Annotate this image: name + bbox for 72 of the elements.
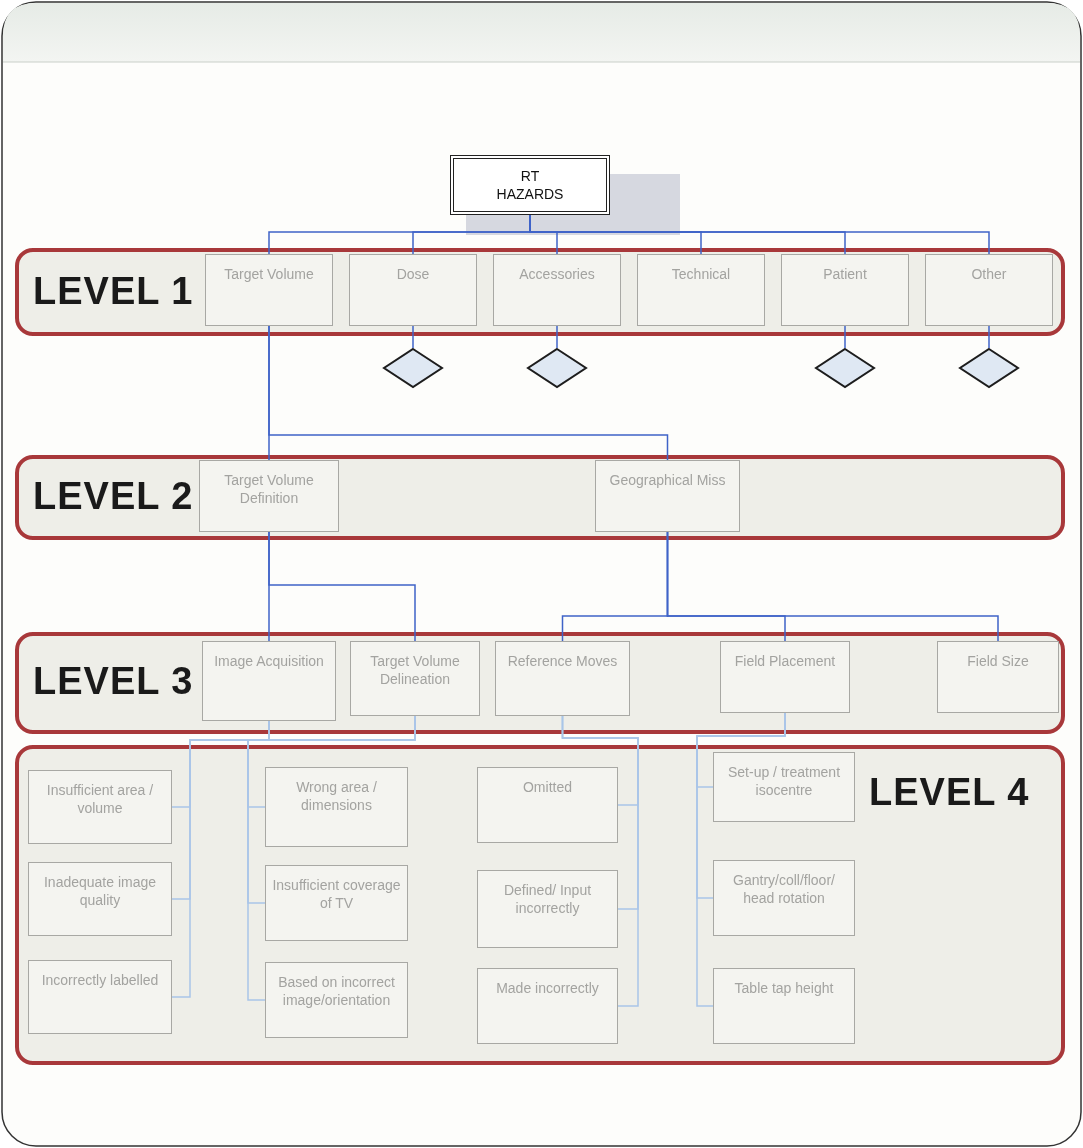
box-label: Made incorrectly [496,979,599,998]
category-box [477,767,618,843]
category-box [265,865,408,941]
box-label: Insufficient area / volume [45,781,155,818]
connector-line [556,325,558,349]
category-box [713,860,855,936]
category-box [265,962,408,1038]
category-box [28,862,172,936]
box-label: Set-up / treatment isocentre [726,763,842,800]
connector-line [666,531,999,642]
category-box [595,460,740,532]
box-label: Patient [823,265,867,284]
category-box [637,254,765,326]
box-label: Insufficient coverage of TV [271,876,402,913]
level-band [15,745,1065,1065]
root-label: RT HAZARDS [495,166,565,204]
root-hazard-box [450,155,610,215]
box-label: Image Acquisition [214,652,324,671]
level-label: LEVEL 2 [33,475,194,518]
box-label: Incorrectly labelled [41,971,159,990]
box-label: Based on incorrect image/orientation [277,973,396,1010]
level-band [15,455,1065,540]
box-label: Field Size [967,652,1029,671]
category-box [349,254,477,326]
category-box [350,641,480,716]
box-label: Table tap height [734,979,834,998]
box-label: Reference Moves [507,652,618,671]
box-label: Omitted [523,778,572,797]
category-box [202,641,336,721]
category-box [720,641,850,713]
category-box [713,752,855,822]
category-box [477,870,618,948]
decision-diamond [527,348,587,388]
box-label: Other [971,265,1007,284]
category-box [781,254,909,326]
category-box [713,968,855,1044]
connector-line [844,325,846,349]
decision-diamond [383,348,443,388]
box-label: Target Volume Delineation [369,652,461,689]
level-label: LEVEL 1 [33,270,194,313]
category-box [925,254,1053,326]
category-box [28,770,172,844]
category-box [477,968,618,1044]
category-box [199,460,339,532]
category-box [28,960,172,1034]
category-box [495,641,630,716]
box-label: Technical [671,265,731,284]
category-box [265,767,408,847]
box-label: Field Placement [734,652,836,671]
box-label: Dose [396,265,430,284]
connector-line [268,531,416,642]
box-label: Gantry/coll/floor/ head rotation [732,871,836,908]
level-band [15,248,1065,336]
level-label: LEVEL 3 [33,660,194,703]
box-label: Defined/ Input incorrectly [502,881,593,918]
box-label: Inadequate image quality [42,873,158,910]
decision-diamond [959,348,1019,388]
category-box [937,641,1059,713]
box-label: Geographical Miss [609,471,726,490]
connector-line [988,325,990,349]
box-label: Accessories [519,265,595,284]
category-box [205,254,333,326]
connector-line [412,325,414,349]
level-band [15,632,1065,734]
connector-line [268,325,669,461]
category-box [493,254,621,326]
box-label: Target Volume [224,265,314,284]
decision-diamond [815,348,875,388]
box-label: Wrong area / dimensions [295,778,378,815]
connector-line [561,715,639,1007]
box-label: Target Volume Definition [223,471,315,508]
level-label: LEVEL 4 [869,771,1030,814]
